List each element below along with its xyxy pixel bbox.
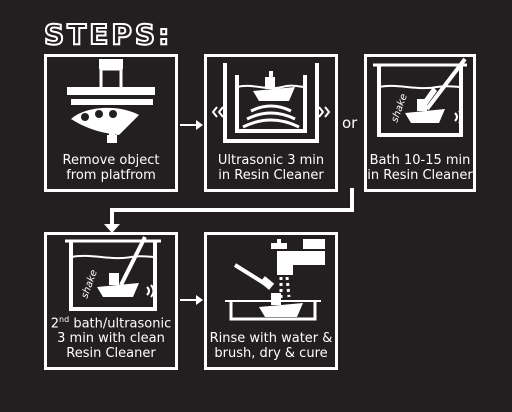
step-1-remove-object: Remove object from platfrom bbox=[44, 54, 178, 192]
step-2-line-2: in Resin Cleaner bbox=[218, 168, 324, 183]
shake-label-3: shake bbox=[389, 92, 409, 124]
step-1-line-2: from platfrom bbox=[66, 168, 156, 183]
step-4-caption: 2nd bath/ultrasonic 3 min with clean Res… bbox=[47, 312, 175, 361]
or-label: or bbox=[342, 114, 358, 132]
step-2-caption: Ultrasonic 3 min in Resin Cleaner bbox=[207, 153, 335, 183]
step-4-line-2: 3 min with clean bbox=[57, 331, 165, 346]
arrow-step3-step4 bbox=[110, 188, 354, 224]
shake-label-4: shake bbox=[79, 268, 99, 300]
step-3-line-1: Bath 10-15 min bbox=[369, 153, 471, 168]
step-4-line-1-text: bath/ultrasonic bbox=[69, 316, 172, 331]
step-3-bath: shake Bath 10-15 min in Resin Cleaner bbox=[364, 54, 476, 192]
rinse-faucet-icon bbox=[225, 239, 325, 321]
arrowhead-step3-step4 bbox=[104, 224, 120, 233]
arrowhead-step1-step2 bbox=[196, 120, 203, 130]
step-5-caption: Rinse with water & brush, dry & cure bbox=[207, 331, 335, 361]
platform-removal-icon bbox=[67, 59, 155, 143]
step-4-ordinal-suffix: nd bbox=[59, 314, 70, 324]
step-2-ultrasonic: Ultrasonic 3 min in Resin Cleaner bbox=[204, 54, 338, 192]
step-3-caption: Bath 10-15 min in Resin Cleaner bbox=[367, 153, 473, 183]
step-1-line-1: Remove object bbox=[62, 153, 160, 168]
step-3-line-2: in Resin Cleaner bbox=[367, 168, 473, 183]
step-4-line-3: Resin Cleaner bbox=[66, 346, 156, 361]
steps-title: STEPS: bbox=[43, 17, 173, 52]
step-4-second-bath: shake 2nd bath/ultrasonic 3 min with cle… bbox=[44, 232, 178, 370]
arrowhead-step4-step5 bbox=[196, 295, 203, 305]
step-1-caption: Remove object from platfrom bbox=[47, 153, 175, 183]
ultrasonic-bath-icon bbox=[211, 63, 331, 143]
shake-bath-icon: shake bbox=[373, 57, 467, 137]
step-5-line-1: Rinse with water & bbox=[209, 331, 333, 346]
step-2-line-1: Ultrasonic 3 min bbox=[217, 153, 325, 168]
second-bath-icon: shake bbox=[65, 236, 161, 311]
step-5-line-2: brush, dry & cure bbox=[214, 346, 328, 361]
step-4-ordinal: 2 bbox=[50, 316, 60, 331]
step-4-line-1: 2nd bath/ultrasonic bbox=[47, 312, 175, 331]
step-5-rinse: Rinse with water & brush, dry & cure bbox=[204, 232, 338, 370]
